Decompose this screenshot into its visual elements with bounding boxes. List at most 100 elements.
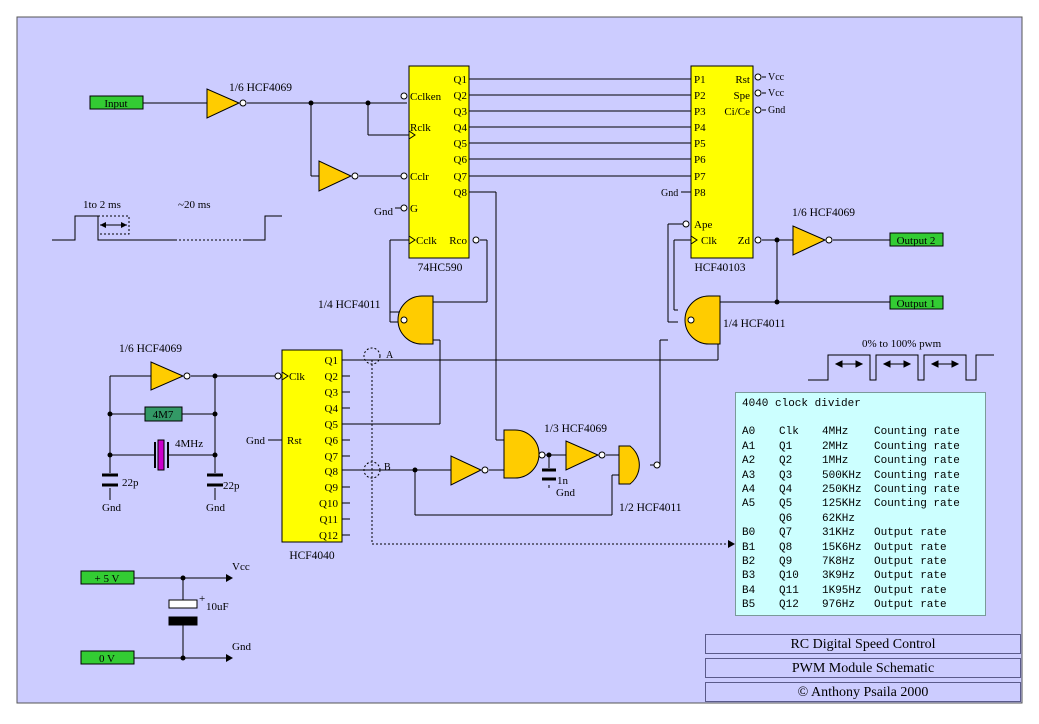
pin-clk-40103: Clk [701,235,717,247]
divider-frequency: 976Hz [822,599,856,612]
divider-frequency: 3K9Hz [822,570,856,583]
cap-plus-sign: + [199,593,205,605]
vcc-label-power: Vcc [232,561,250,573]
gnd-label-cap-right: Gnd [206,502,225,514]
pin-q7: Q7 [454,171,468,183]
pin-p7: P7 [694,171,706,183]
divider-role: Counting rate [874,498,960,511]
chip-74hc590-bubbles [400,92,480,244]
divider-channel: B1 [742,541,756,554]
chip-74hc590[interactable] [408,65,470,259]
pin-4040-q6: Q6 [325,435,339,447]
power-arrows [226,540,735,662]
pin-4040-q9: Q9 [325,482,339,494]
pin-cclken: Cclken [410,91,442,103]
pin-cice: Ci/Ce [724,106,750,118]
inv-osc-icon [150,361,185,391]
inv-mid-icon [565,440,600,471]
chip-hcf40103-pins: P1 P2 P3 P4 P5 P6 P7 P8 Ape Clk Rst Spe … [694,74,750,247]
inv-cclr-icon [318,160,353,192]
pin-4040-q2: Q2 [325,371,338,383]
divider-frequency: 250KHz [822,484,862,497]
input-connector[interactable] [89,95,144,110]
chip-hcf40103[interactable] [690,65,754,259]
gate-label-inv-mid: 1/3 HCF4069 [544,423,607,435]
pin-q6: Q6 [454,154,468,166]
divider-channel: B5 [742,599,756,612]
title-block-line1: RC Digital Speed Control [705,634,1021,654]
nand-out-icon [684,295,721,345]
divider-output: Q5 [779,498,793,511]
pin-4040-q10: Q10 [319,498,338,510]
divider-output: Q7 [779,527,793,540]
divider-role [874,512,979,526]
divider-channel: B4 [742,584,756,597]
nand-mid-icon [618,445,640,485]
divider-role: Counting rate [874,484,960,497]
zerov-connector[interactable] [80,650,135,665]
pin-rst-40103: Rst [735,74,750,86]
divider-role: Output rate [874,599,947,612]
input-connector-label: Input [104,98,127,110]
pin-rclk: Rclk [410,122,431,134]
pin-p3: P3 [694,106,706,118]
resistor-label: 4M7 [153,409,174,421]
output2-connector[interactable] [889,232,944,247]
probe-b-label: B [384,462,391,473]
gate-label-nand-out: 1/4 HCF4011 [723,318,786,330]
inverter-bubbles [183,99,833,474]
chip-74hc590-name: 74HC590 [418,262,463,274]
capacitors [102,468,556,487]
divider-channel: A5 [742,498,756,511]
gate-label-nand-590: 1/4 HCF4011 [318,299,381,311]
gnd-label-power: Gnd [232,641,251,653]
crystal-label: 4MHz [175,438,203,450]
divider-frequency: 1K95Hz [822,584,862,597]
cap-10uf-label: 10uF [206,601,229,613]
pin-4040-q1: Q1 [325,355,338,367]
gate-label-inv-input: 1/6 HCF4069 [229,82,292,94]
inv-out-icon [792,225,827,256]
pin-4040-q11: Q11 [319,514,338,526]
pin-ape: Ape [694,219,712,231]
divider-channel: B3 [742,570,756,583]
gate-label-inv-out: 1/6 HCF4069 [792,207,855,219]
cap-right-label: 22p [223,480,240,492]
pin-p4: P4 [694,122,706,134]
plus5v-connector[interactable] [80,570,135,585]
output1-connector[interactable] [889,295,944,310]
divider-output: Q4 [779,484,793,497]
pin-p5: P5 [694,138,706,150]
input-pulse-label: 1to 2 ms [83,199,121,211]
plus5v-connector-label: + 5 V [95,573,120,585]
divider-channel: A4 [742,484,756,497]
vcc-label-rst: Vcc [768,72,785,83]
cap-1n-label: 1n [557,475,569,487]
gnd-label-cice: Gnd [768,105,785,116]
inverter-gates [150,88,827,486]
title-block-line2: PWM Module Schematic [705,658,1021,678]
pin-clk-4040: Clk [289,371,305,383]
pwm-waveform-markers [834,360,960,368]
clock-divider-row: A4 Q4 250KHz Counting rate [742,483,979,497]
divider-output: Q2 [779,455,793,468]
divider-frequency: 62KHz [822,512,856,525]
nand-590-icon [397,295,434,345]
pin-rco: Rco [449,235,467,247]
cap-left-label: 22p [122,477,139,489]
divider-role: Counting rate [874,440,960,453]
pin-4040-q12: Q12 [319,530,338,542]
nand-gates [397,295,721,485]
chip-hcf4040[interactable] [281,349,343,543]
cap-10uf-plus-plate [168,599,198,609]
divider-frequency: 31KHz [822,527,856,540]
